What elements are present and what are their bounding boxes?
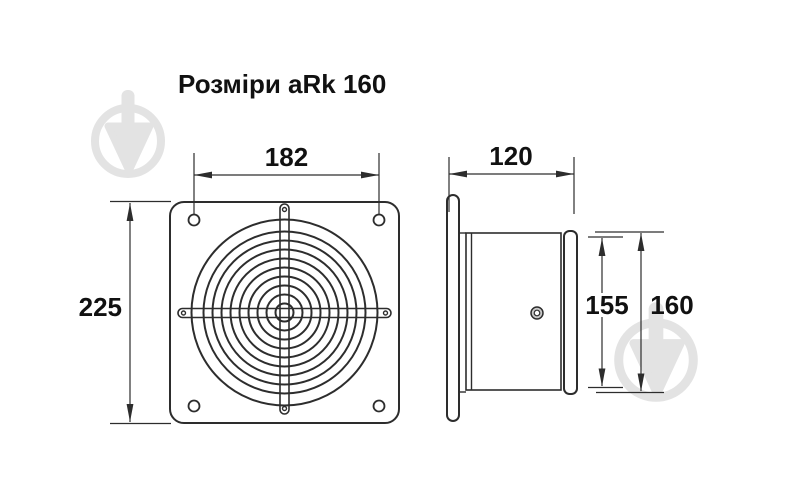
duct-rim xyxy=(563,230,578,395)
arrowhead-up xyxy=(126,203,134,221)
flange-plate-edge xyxy=(446,194,460,422)
dimension-value-225: 225 xyxy=(79,292,122,322)
crossbar-end-dot xyxy=(281,206,288,213)
grille-ring xyxy=(265,293,304,332)
arrowhead-right xyxy=(361,171,379,179)
mounting-hole xyxy=(187,399,201,413)
grille-crossbar-vertical xyxy=(279,203,290,415)
store-watermark-top-left xyxy=(95,90,161,174)
arrowhead-down xyxy=(126,404,134,422)
arrowhead-right xyxy=(556,170,574,178)
label-backing xyxy=(584,293,630,317)
grille-cross xyxy=(177,203,392,415)
grille-ring xyxy=(211,239,358,386)
drawing-title: Розміри aRk 160 xyxy=(178,69,386,99)
dimension-flange-diameter: 160 xyxy=(595,231,694,394)
crossbar-end-dot xyxy=(281,405,288,412)
front-view xyxy=(169,201,400,424)
grille-ring xyxy=(220,248,349,377)
dimension-value-120: 120 xyxy=(489,141,532,171)
dimension-value-160: 160 xyxy=(650,290,693,320)
grille-ring xyxy=(256,284,313,341)
arrowhead-up xyxy=(598,238,606,256)
arrowhead-left xyxy=(194,171,212,179)
arrowhead-up xyxy=(637,233,645,251)
grille-ring xyxy=(238,266,331,359)
grille-ring xyxy=(229,257,340,368)
dimension-plate-hole-spacing: 182 xyxy=(193,142,380,214)
grille-crossbar-horizontal xyxy=(177,307,392,319)
grille-ring xyxy=(190,218,379,407)
mounting-plate xyxy=(169,201,400,424)
mounting-hole xyxy=(187,213,201,227)
crossbar-end-dot xyxy=(382,310,389,316)
mounting-hole xyxy=(372,213,386,227)
trowel-logo-icon xyxy=(95,90,161,174)
grille-ring xyxy=(202,230,367,395)
dimension-plate-height: 225 xyxy=(79,200,171,425)
drawing-linework: 182 225 120 155 xyxy=(79,141,694,425)
grille-rings xyxy=(190,218,379,407)
duct-body xyxy=(465,232,562,391)
dimension-depth: 120 xyxy=(448,141,575,214)
dimension-value-155: 155 xyxy=(585,290,628,320)
grille-ring xyxy=(247,275,322,350)
crossbar-end-dot xyxy=(180,310,187,316)
mounting-hole xyxy=(372,399,386,413)
arrowhead-left xyxy=(449,170,467,178)
arrowhead-down xyxy=(598,368,606,387)
dimension-value-182: 182 xyxy=(265,142,308,172)
dimension-duct-diameter: 155 xyxy=(584,236,630,389)
grille-ring xyxy=(274,302,295,323)
motor-screw-center xyxy=(533,309,541,317)
arrowhead-down xyxy=(637,373,645,392)
side-view xyxy=(446,194,578,422)
